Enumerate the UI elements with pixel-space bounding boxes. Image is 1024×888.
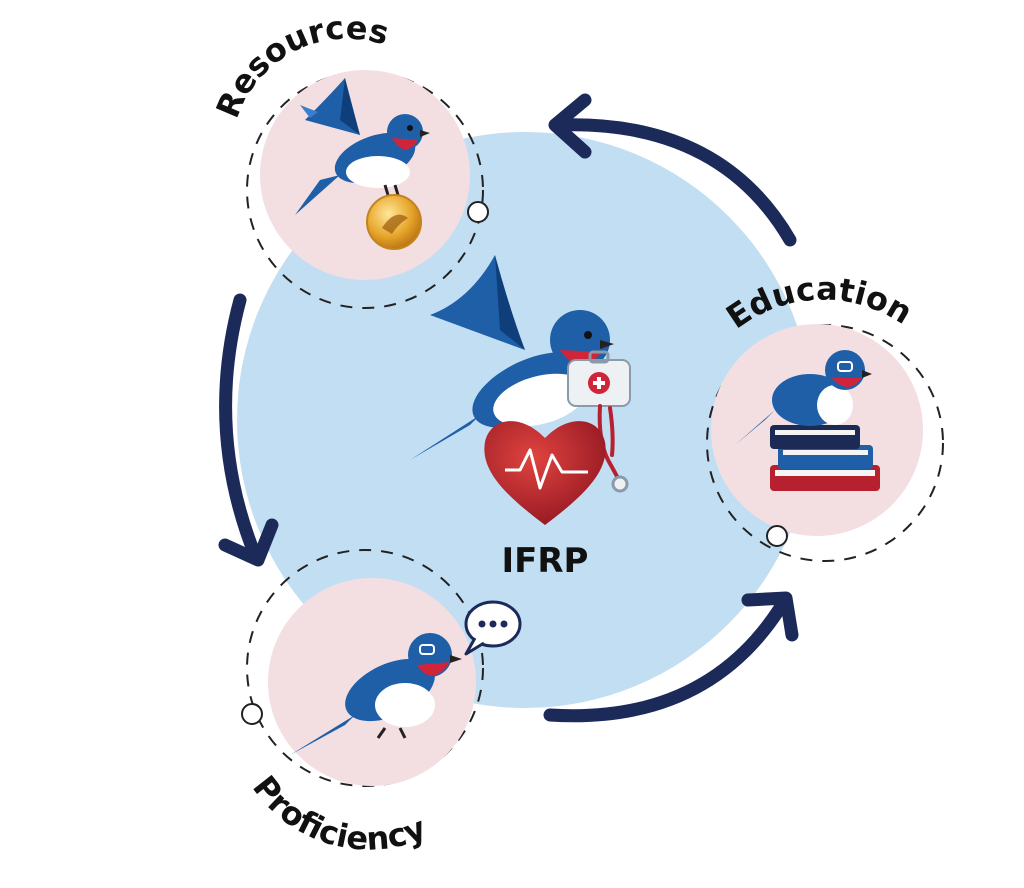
arrow-resources-to-proficiency bbox=[219, 293, 262, 562]
center-label: IFRP bbox=[502, 541, 589, 581]
arrow-proficiency-to-education bbox=[543, 593, 792, 723]
node-education-connector-dot bbox=[766, 525, 788, 547]
node-proficiency-dashed-ring bbox=[246, 549, 484, 787]
arrowhead-education bbox=[741, 591, 799, 642]
node-resources-connector-dot bbox=[467, 201, 489, 223]
arrowhead-resources bbox=[548, 93, 592, 159]
heart-icon bbox=[484, 421, 606, 525]
arrowhead-proficiency bbox=[218, 518, 279, 567]
medical-kit-icon bbox=[567, 350, 631, 407]
node-proficiency-connector-dot bbox=[241, 703, 263, 725]
center-illustration: IFRP bbox=[410, 255, 631, 581]
swallow-with-coin-icon bbox=[295, 78, 430, 250]
swallow-with-medical-kit-icon bbox=[410, 255, 631, 493]
cycle-arrows bbox=[218, 93, 799, 723]
arrow-education-to-resources bbox=[553, 118, 797, 247]
swallow-on-books-icon bbox=[735, 350, 880, 491]
svg-text:Proficiency: Proficiency bbox=[245, 768, 431, 858]
swallow-with-speech-bubble-icon bbox=[290, 633, 462, 755]
node-proficiency-label: Proficiency bbox=[245, 768, 431, 858]
speech-bubble-icon bbox=[464, 600, 522, 656]
heartbeat-line bbox=[505, 448, 588, 490]
stethoscope-icon bbox=[597, 404, 629, 493]
